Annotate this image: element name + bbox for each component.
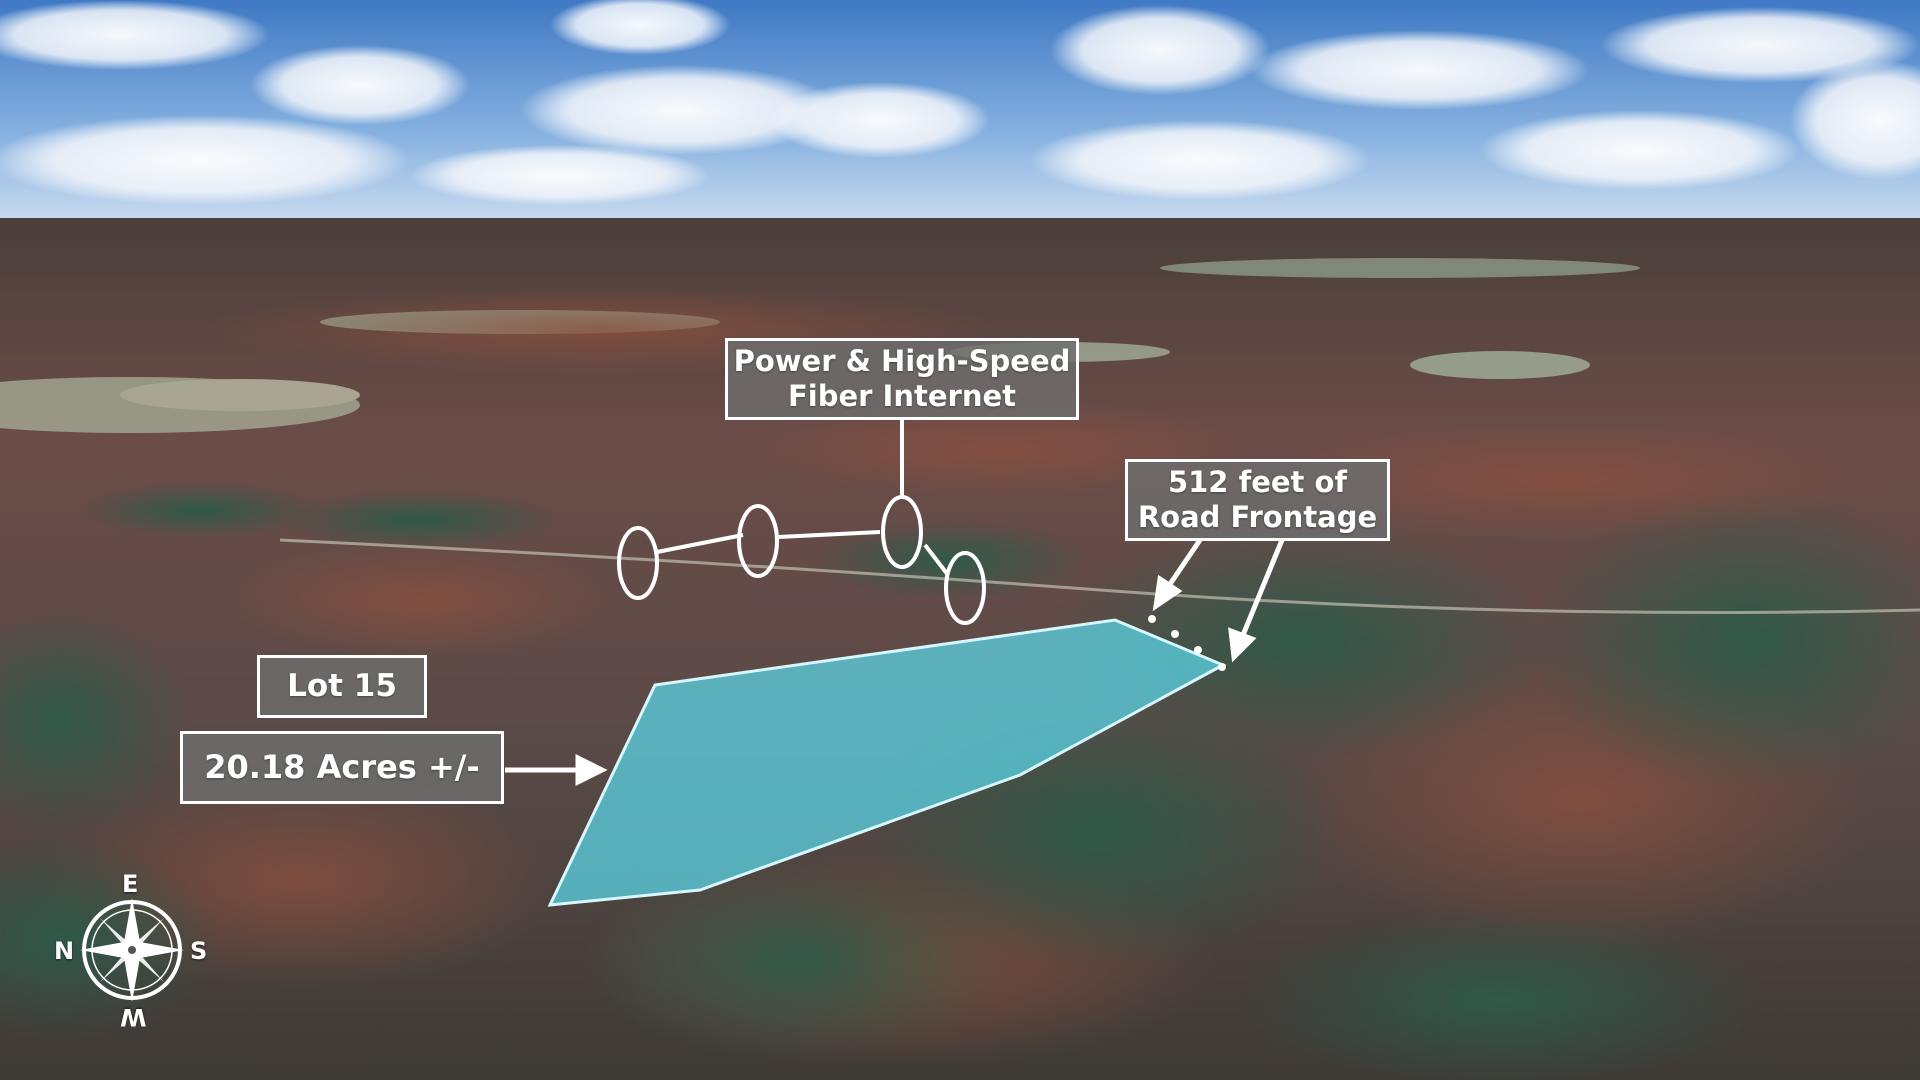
- utility-pole-markers: [617, 495, 986, 625]
- frontage-arrow-head-1: [1152, 574, 1183, 612]
- pole-marker-2: [737, 504, 779, 578]
- frontage-arrows: [1152, 538, 1285, 663]
- frontage-label-line2: Road Frontage: [1137, 500, 1378, 534]
- lot-label-text: Lot 15: [287, 667, 397, 704]
- utility-line: [656, 420, 950, 577]
- pole-marker-1: [617, 526, 659, 600]
- utility-label-line2: Fiber Internet: [787, 379, 1017, 413]
- acres-arrow-head: [575, 753, 608, 787]
- frontage-dots: [1148, 615, 1226, 671]
- acres-arrow: [505, 753, 608, 787]
- compass-icon: [80, 898, 184, 1002]
- pole-marker-4: [944, 551, 986, 625]
- road: [279, 538, 1920, 614]
- utility-label: Power & High-Speed Fiber Internet: [725, 338, 1079, 420]
- frontage-label: 512 feet of Road Frontage: [1125, 459, 1390, 541]
- compass-top-letter: E: [122, 870, 139, 898]
- frontage-arrow-head-2: [1228, 627, 1257, 663]
- clouds: [0, 0, 1920, 205]
- acres-label-text: 20.18 Acres +/-: [204, 748, 480, 787]
- parcel-polygon: [547, 618, 1227, 907]
- pole-marker-3: [881, 495, 923, 569]
- acres-label: 20.18 Acres +/-: [180, 731, 504, 804]
- compass-right-letter: S: [190, 937, 208, 965]
- utility-label-line1: Power & High-Speed: [733, 344, 1071, 379]
- compass-left-letter: N: [54, 937, 75, 965]
- frontage-label-line1: 512 feet of: [1167, 465, 1348, 500]
- lot-label: Lot 15: [257, 655, 427, 718]
- compass-bottom-letter: W: [120, 1003, 147, 1031]
- compass-rose: E N S W: [52, 870, 212, 1031]
